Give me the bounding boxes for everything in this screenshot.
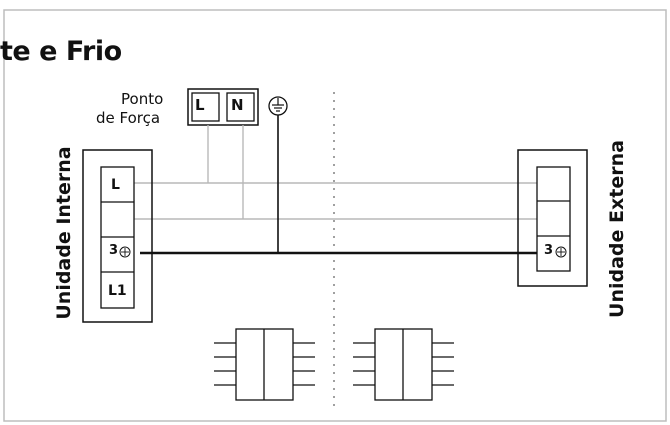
indoor-terminal-l-label: L [111,177,120,193]
connector-block-icon [214,328,315,401]
indoor-terminal-3-label: 3 [109,243,119,258]
phase-wires [125,125,537,220]
indoor-unit-box [82,149,153,323]
screw-terminal-icon [555,246,567,258]
ground-icon [268,96,288,116]
outdoor-terminal-3-label: 3 [544,243,554,258]
power-point-terminal-l [191,92,220,122]
diagram-frame [3,9,667,422]
power-point-label-line1: Ponto [121,90,164,108]
outdoor-unit-box [517,149,588,287]
screw-terminal-icon [119,246,131,258]
power-point-label-line2: de Força [96,109,161,127]
power-point-terminal-n-label: N [231,96,244,114]
diagram-title: te e Frio [0,36,122,67]
power-point-terminal-l-label: L [195,96,205,114]
power-point-terminal-n [226,92,255,122]
indoor-unit-label: Unidade Interna [53,146,75,320]
connector-block-icon [353,328,454,401]
indoor-terminal-l1-label: L1 [108,283,127,299]
outdoor-unit-label: Unidade Externa [606,140,628,318]
ground-wire [140,115,538,255]
